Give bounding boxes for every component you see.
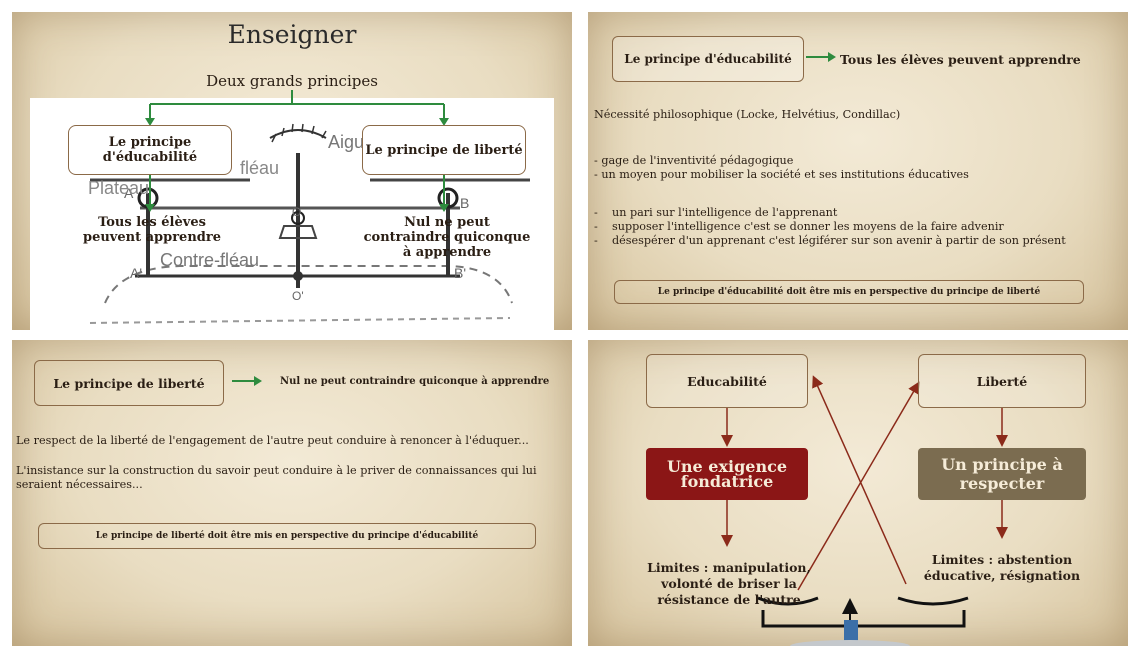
- slide-subtitle: Deux grands principes: [206, 72, 378, 90]
- educability-statement: Tous les élèves peuvent apprendre: [840, 52, 1081, 67]
- educabilite-box: Educabilité: [646, 354, 808, 408]
- slide-liberte: Le principe de liberté Nul ne peut contr…: [12, 340, 572, 646]
- conclusion-box: Le principe d'éducabilité doit être mis …: [614, 280, 1084, 304]
- green-arrow-icon: [232, 376, 262, 386]
- slide-educabilite: Le principe d'éducabilité Tous les élève…: [588, 12, 1128, 330]
- principle-educability-box: Le principe d'éducabilité: [68, 125, 232, 175]
- text-line-4: - un pari sur l'intelligence de l'appren…: [594, 206, 838, 219]
- label-fleau: fléau: [240, 158, 279, 178]
- label-a-prime: A': [130, 265, 142, 281]
- relation-arrows: [721, 375, 1008, 646]
- principe-box: Un principe à respecter: [918, 448, 1086, 500]
- principle-educability-box: Le principe d'éducabilité: [612, 36, 804, 82]
- label-o: O: [292, 205, 301, 219]
- slide-tension: Educabilité Liberté Une exigence fondatr…: [588, 340, 1128, 646]
- text-line-2: L'insistance sur la construction du savo…: [16, 464, 537, 477]
- liberty-statement: Nul ne peut contraindre quiconque à appr…: [280, 376, 550, 387]
- text-line-5: - supposer l'intelligence c'est se donne…: [594, 220, 1004, 233]
- slide-enseigner: Enseigner Deux grands principes: [12, 12, 572, 330]
- text-line-1: Le respect de la liberté de l'engagement…: [16, 434, 529, 447]
- label-b: B: [460, 195, 469, 211]
- educability-statement: Tous les élèves peuvent apprendre: [82, 215, 221, 245]
- exigence-box: Une exigence fondatrice: [646, 448, 808, 500]
- text-line-1: Nécessité philosophique (Locke, Helvétiu…: [594, 108, 901, 121]
- label-b-prime: B': [454, 265, 466, 281]
- label-plateau: Plateau: [88, 178, 149, 198]
- principle-liberty-box: Le principe de liberté: [34, 360, 224, 406]
- text-line-3: seraient nécessaires...: [16, 478, 143, 491]
- label-o-prime: O': [292, 289, 304, 303]
- green-arrow-icon: [806, 52, 836, 62]
- slide-title: Enseigner: [227, 20, 357, 49]
- limites-educabilite: Limites : manipulation, volonté de brise…: [647, 560, 811, 607]
- liberte-box: Liberté: [918, 354, 1086, 408]
- liberty-statement: Nul ne peut contraindre quiconque à appr…: [363, 215, 531, 260]
- label-a: A: [124, 185, 134, 201]
- connector-arrows: [145, 90, 449, 212]
- limites-liberte: Limites : abstention éducative, résignat…: [923, 552, 1081, 583]
- principle-liberty-box: Le principe de liberté: [362, 125, 526, 175]
- text-line-3: - un moyen pour mobiliser la société et …: [594, 168, 969, 181]
- text-line-2: - gage de l'inventivité pédagogique: [594, 154, 794, 167]
- text-line-6: - désespérer d'un apprenant c'est légifé…: [594, 234, 1066, 247]
- label-contre-fleau: Contre-fléau: [160, 250, 259, 270]
- balance-drawing: A Aiguille Plateau fléau Contre-fléau A'…: [88, 123, 530, 324]
- conclusion-box: Le principe de liberté doit être mis en …: [38, 523, 536, 549]
